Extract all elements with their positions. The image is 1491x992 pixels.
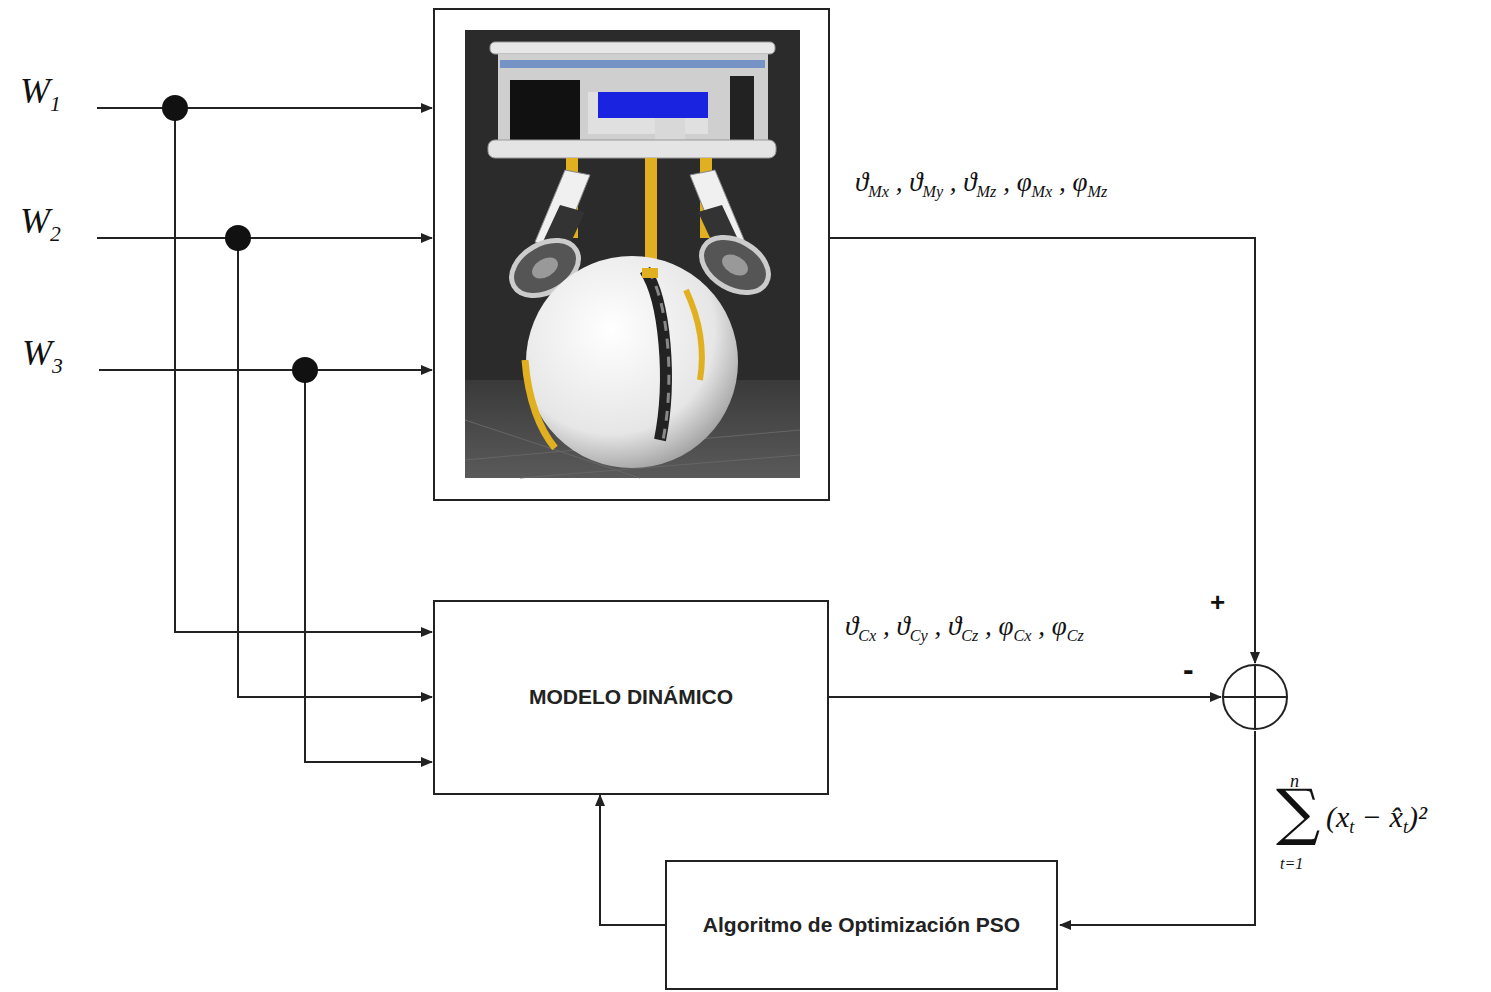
drawing-line [97, 107, 432, 109]
drawing-circle [162, 95, 188, 121]
junction-dots [162, 95, 318, 383]
box-label: Algoritmo de Optimización PSO [703, 910, 1020, 940]
drawing-polyline [305, 370, 432, 762]
box-label: MODELO DINÁMICO [529, 682, 733, 712]
measured-outputs: ϑMx , ϑMy , ϑMz , φMx , φMz [855, 168, 1107, 201]
process-box: Algoritmo de Optimización PSO [665, 860, 1058, 990]
sum-lower-limit: t=1 [1280, 855, 1303, 873]
drawing-line [97, 237, 432, 239]
drawing-rect [490, 42, 775, 54]
signal-wires [829, 238, 1255, 925]
drawing-path [686, 290, 702, 380]
drawing-path [648, 270, 669, 440]
drawing-rect [588, 92, 708, 134]
drawing-circle [292, 357, 318, 383]
drawing-rect [465, 30, 800, 478]
input-signal: W2 [20, 202, 61, 246]
drawing-rect [645, 158, 657, 268]
drawing-line [99, 369, 432, 371]
sign-minus: - [1183, 652, 1194, 687]
drawing-rect [498, 54, 768, 142]
drawing-path [525, 360, 555, 448]
process-box: MODELO DINÁMICO [433, 600, 829, 795]
drawing-path [645, 270, 666, 440]
drawing-polyline [1060, 731, 1255, 925]
drawing-ellipse [528, 253, 561, 283]
drawing-circle [526, 256, 738, 468]
drawing-line [1254, 665, 1256, 729]
drawing-circle [1223, 665, 1287, 729]
robot-frame [434, 9, 829, 500]
drawing-rect [655, 118, 685, 142]
drawing-rect [510, 80, 580, 142]
drawing-rect [642, 268, 658, 278]
sum-symbol: ∑ [1276, 778, 1320, 846]
squared-error: (xt − x̂t)² [1326, 800, 1427, 838]
drawing-polyline [238, 238, 432, 697]
drawing-ellipse [718, 250, 751, 280]
drawing-rect [730, 76, 754, 142]
drawing-line [829, 696, 1221, 698]
drawing-rect [488, 140, 776, 158]
robot-illustration [465, 30, 800, 478]
sign-plus: + [1210, 588, 1225, 617]
drawing-polyline [829, 238, 1255, 663]
input-signal: W1 [20, 72, 61, 116]
drawing-polyline [175, 108, 432, 632]
summing-junction [1223, 665, 1287, 729]
input-wires [97, 108, 432, 762]
drawing-circle [225, 225, 251, 251]
model-outputs: ϑCx , ϑCy , ϑCz , φCx , φCz [845, 612, 1084, 645]
drawing-rect [500, 60, 765, 68]
feedback-arrow [600, 795, 665, 925]
drawing-rect [598, 92, 708, 118]
input-signal: W3 [22, 334, 63, 378]
